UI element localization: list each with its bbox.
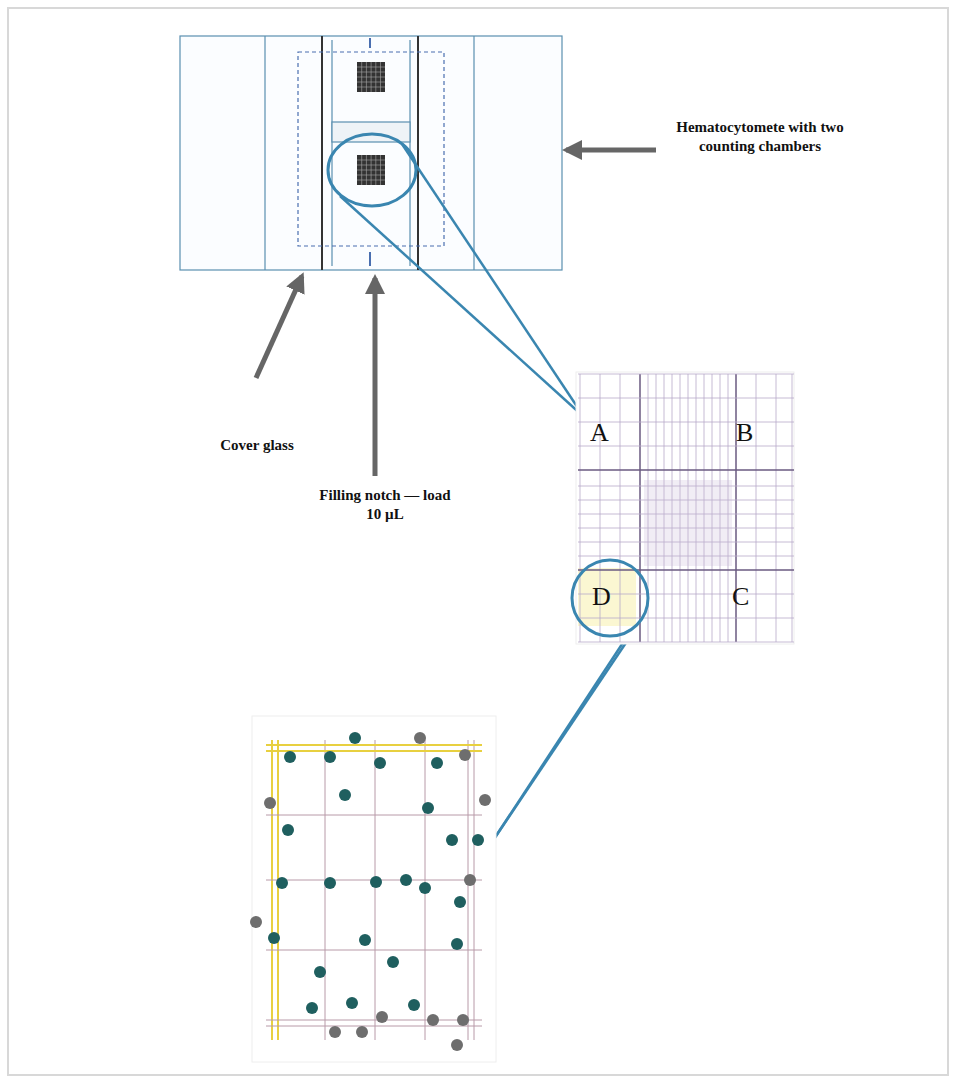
cell-dot xyxy=(419,882,431,894)
cell-dot xyxy=(276,877,288,889)
cell-dot xyxy=(451,938,463,950)
detail-panel xyxy=(252,716,496,1062)
cell-dot xyxy=(349,732,361,744)
quadrant-letter: A xyxy=(590,418,609,448)
cell-dot xyxy=(370,876,382,888)
grid-chip xyxy=(357,155,385,185)
cell-dot xyxy=(454,896,466,908)
cell-dot xyxy=(324,877,336,889)
cell-dot xyxy=(284,751,296,763)
grid-chip xyxy=(357,62,385,92)
cell-dot xyxy=(472,834,484,846)
cell-dot xyxy=(329,1026,341,1038)
cell-dot xyxy=(268,932,280,944)
quadrant-letter: B xyxy=(736,418,753,448)
cell-dot xyxy=(464,874,476,886)
cell-dot xyxy=(346,997,358,1009)
cell-dot xyxy=(324,751,336,763)
cell-dot xyxy=(459,749,471,761)
callout-text: Hematocytomete with two counting chamber… xyxy=(650,118,870,156)
cell-dot xyxy=(414,732,426,744)
cell-dot xyxy=(408,999,420,1011)
cell-dot xyxy=(457,1014,469,1026)
cell-dot xyxy=(376,1011,388,1023)
frame xyxy=(8,8,948,1075)
cell-dot xyxy=(282,824,294,836)
quadrant-letter: D xyxy=(592,582,611,612)
cell-dot xyxy=(387,956,399,968)
quadrant-letter: C xyxy=(732,582,749,612)
cell-dot xyxy=(431,757,443,769)
cell-dot xyxy=(451,1039,463,1051)
callout-text: Filling notch — load 10 µL xyxy=(315,486,455,524)
cell-dot xyxy=(400,874,412,886)
cell-dot xyxy=(264,797,276,809)
detail-grid xyxy=(266,740,482,1040)
cell-dot xyxy=(356,1026,368,1038)
cell-dot xyxy=(306,1002,318,1014)
chamber-grid xyxy=(578,374,794,642)
cell-dot xyxy=(446,834,458,846)
cell-dot xyxy=(374,757,386,769)
cell-dot xyxy=(479,794,491,806)
cell-dot xyxy=(339,789,351,801)
cell-dot xyxy=(359,934,371,946)
cell-dot xyxy=(250,916,262,928)
cell-dot xyxy=(314,966,326,978)
zoom-circle xyxy=(572,560,648,636)
counting-grids xyxy=(357,62,385,185)
cell-dot xyxy=(422,802,434,814)
highlight xyxy=(578,568,636,626)
cells xyxy=(250,732,491,1051)
grid-panel xyxy=(576,372,794,644)
callout-arrows xyxy=(256,150,656,476)
cell-dot xyxy=(427,1014,439,1026)
callout-text: Cover glass xyxy=(212,436,302,455)
hemocytometer-slide xyxy=(180,36,562,270)
